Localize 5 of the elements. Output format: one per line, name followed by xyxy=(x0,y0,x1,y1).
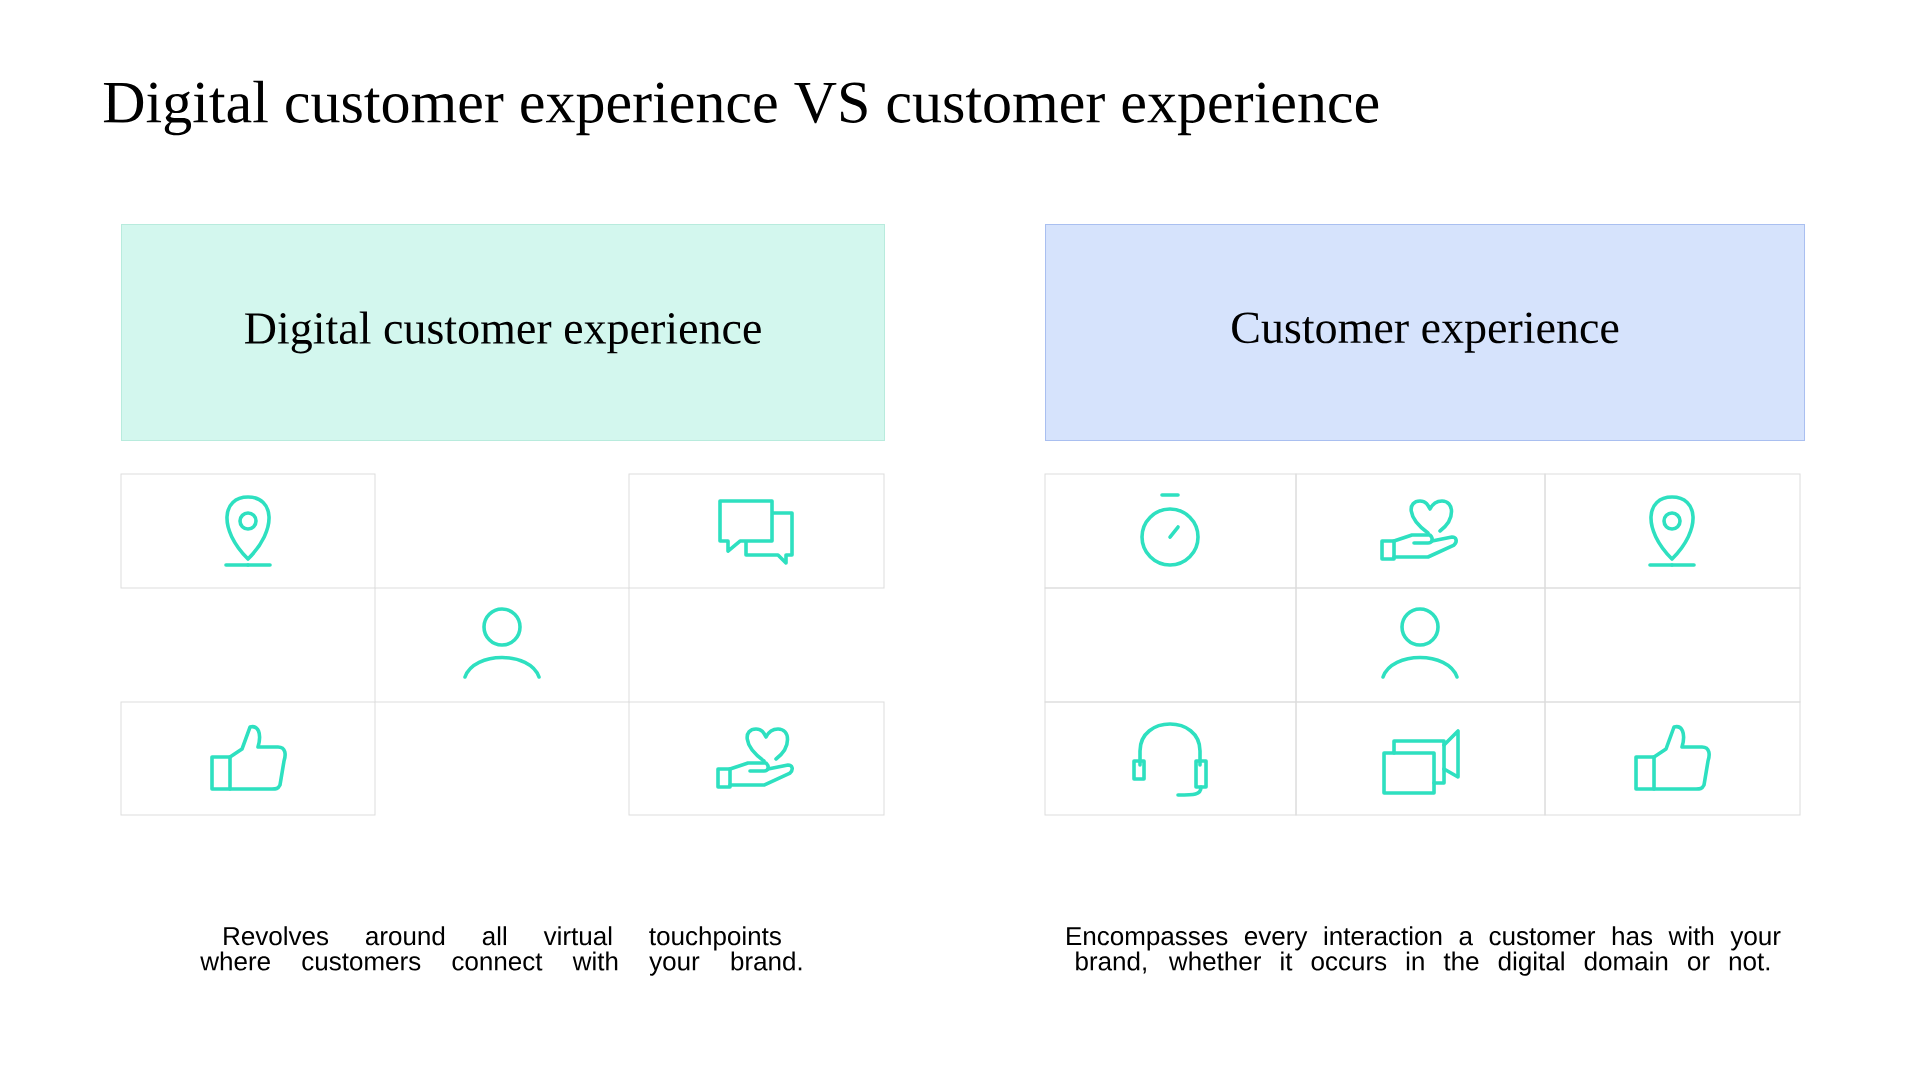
description-text: Encompasses every interaction a customer has with your brand, whether it occurs in the digital domain or not. xyxy=(1067,926,1781,976)
header-box: Digital customer experience xyxy=(121,224,885,441)
description-text: Revolves around all virtual touchpoints where customers connect with your brand. xyxy=(200,926,802,976)
header-box: Customer experience xyxy=(1045,224,1805,441)
title: Digital customer experience VS customer experience xyxy=(103,80,1379,136)
